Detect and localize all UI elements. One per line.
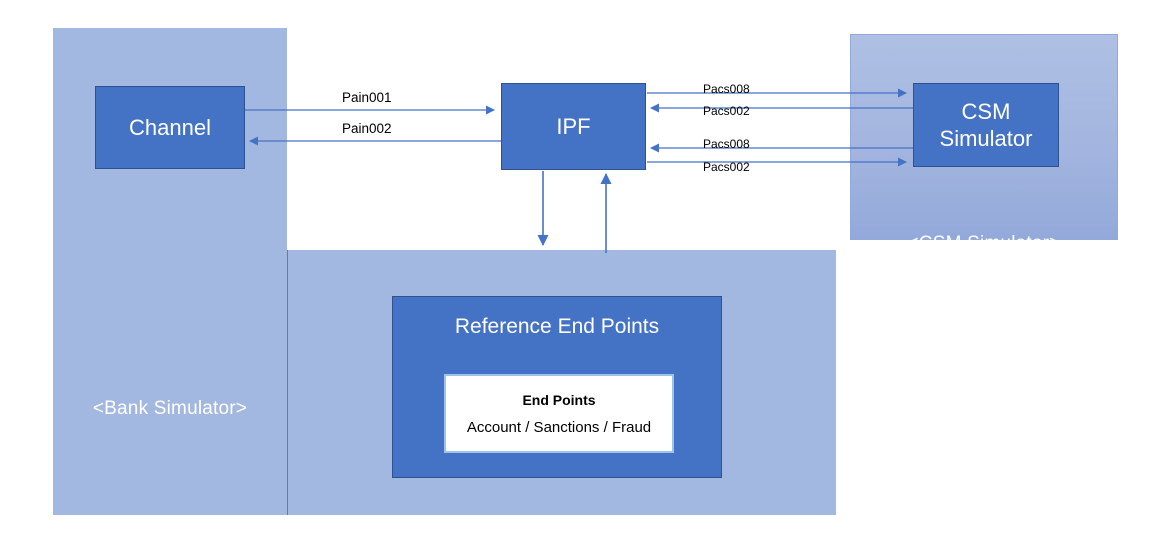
edge-label-pain002: Pain002 bbox=[342, 121, 392, 136]
node-channel-label: Channel bbox=[129, 114, 211, 140]
end-points-box-title: End Points bbox=[522, 391, 596, 408]
node-channel[interactable]: Channel bbox=[95, 86, 245, 169]
node-csm-simulator-label-line2: Simulator bbox=[939, 126, 1033, 151]
node-reference-end-points[interactable]: Reference End Points End Points Account … bbox=[392, 296, 722, 478]
end-points-box: End Points Account / Sanctions / Fraud bbox=[444, 374, 674, 453]
node-reference-end-points-title: Reference End Points bbox=[454, 315, 660, 338]
panel-csm-simulator-label: <CSM Simulator> bbox=[907, 233, 1061, 254]
node-csm-simulator-label-line1: CSM bbox=[961, 98, 1011, 124]
panel-bank-simulator-label: <Bank Simulator> bbox=[92, 398, 248, 419]
edge-label-pacs002-out: Pacs002 bbox=[703, 160, 750, 174]
end-points-box-subtitle: Account / Sanctions / Fraud bbox=[466, 418, 652, 436]
node-ipf-label: IPF bbox=[556, 113, 591, 139]
node-ipf[interactable]: IPF bbox=[501, 83, 646, 170]
edge-label-pacs002-in: Pacs002 bbox=[703, 104, 750, 118]
edge-label-pacs008-in: Pacs008 bbox=[703, 137, 750, 151]
edge-label-pacs008-out: Pacs008 bbox=[703, 82, 750, 96]
node-csm-simulator[interactable]: CSM Simulator bbox=[913, 83, 1059, 167]
edge-label-pain001: Pain001 bbox=[342, 90, 392, 105]
panel-csm-simulator: <CSM Simulator> bbox=[850, 34, 1118, 254]
node-csm-simulator-label: CSM Simulator bbox=[940, 98, 1033, 153]
